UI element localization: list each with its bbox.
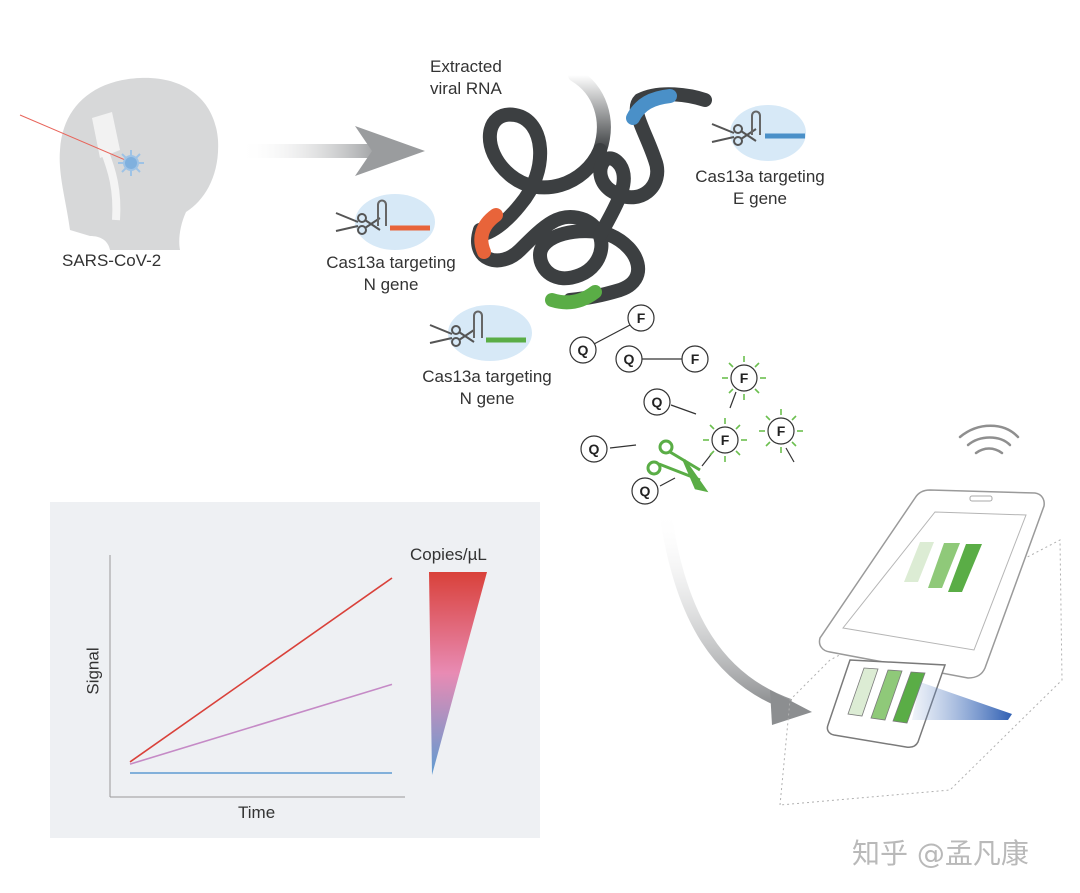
virus-icon bbox=[118, 150, 144, 176]
rna-label: Extracted viral RNA bbox=[430, 56, 502, 100]
intact-reporter-1 bbox=[593, 324, 631, 345]
smartphone-reader bbox=[779, 424, 1063, 806]
reporter-quencher-letter: Q bbox=[652, 394, 663, 410]
reporter-quencher: Q bbox=[580, 435, 608, 463]
cas13a-n-gene-label-2-line1: Cas13a targeting bbox=[422, 367, 552, 386]
chart-legend-title: Copies/µL bbox=[410, 545, 487, 564]
scissors-icon bbox=[429, 324, 475, 347]
source-label: SARS-CoV-2 bbox=[62, 251, 162, 270]
reporter-quencher: Q bbox=[569, 336, 597, 364]
reporter-quencher-letter: Q bbox=[640, 483, 651, 499]
scissors-icon bbox=[335, 212, 381, 235]
chart-x-axis-label: Time bbox=[238, 803, 276, 822]
reporter-fluorophore-letter: F bbox=[637, 310, 646, 326]
chart-y-axis-label: Signal bbox=[83, 647, 103, 695]
rna-label-line2: viral RNA bbox=[430, 79, 502, 98]
reporter-quencher: Q bbox=[631, 477, 659, 505]
reaction-to-device-arrow bbox=[659, 509, 812, 725]
patient-head-illustration bbox=[19, 77, 219, 251]
active-cas13a-scissors-icon bbox=[646, 439, 709, 493]
cas13a-n-gene-label-1-line2: N gene bbox=[363, 275, 419, 294]
reporter-fluorophore-glowing: F bbox=[767, 417, 795, 445]
swab-laser-line bbox=[19, 114, 131, 163]
watermark: 知乎 @孟凡康 bbox=[852, 837, 1029, 870]
cas13a-e-gene-label-line1: Cas13a targeting bbox=[695, 167, 825, 186]
reporter-fluorophore: F bbox=[681, 345, 709, 373]
cas13a-e-gene-complex bbox=[711, 105, 806, 161]
reporter-fluorophore-glowing: F bbox=[730, 364, 758, 392]
readout-light-beam bbox=[912, 682, 1012, 720]
phone-screen-test-lines bbox=[904, 542, 982, 592]
signal-time-chart bbox=[109, 555, 487, 798]
cas13a-n-gene-label-1-line1: Cas13a targeting bbox=[326, 253, 456, 272]
chart-series-line-2 bbox=[129, 683, 393, 765]
reporter-quencher-letter: Q bbox=[624, 351, 635, 367]
viral-rna-strand bbox=[471, 68, 712, 310]
e-gene-segment bbox=[626, 89, 677, 125]
reporter-fluorophore-letter: F bbox=[691, 351, 700, 367]
reporter-fluorophore-glowing-letter: F bbox=[740, 370, 749, 386]
rna-label-line1: Extracted bbox=[430, 57, 502, 76]
lateral-flow-strip bbox=[847, 667, 926, 724]
reporter-quencher: Q bbox=[615, 345, 643, 373]
copies-legend-wedge bbox=[429, 572, 487, 775]
n-gene-green-segment bbox=[545, 285, 602, 310]
cas13a-n-gene-green-complex bbox=[429, 305, 532, 361]
cas13a-n-gene-label-1: Cas13a targeting N gene bbox=[316, 252, 466, 296]
wifi-icon bbox=[958, 424, 1020, 455]
reporter-quencher-letter: Q bbox=[589, 441, 600, 457]
scissors-icon bbox=[711, 123, 757, 146]
cas13a-n-gene-label-2-line2: N gene bbox=[459, 389, 515, 408]
n-gene-orange-segment bbox=[474, 208, 503, 259]
cas13a-n-gene-orange-complex bbox=[335, 194, 435, 250]
reporter-quencher-letter: Q bbox=[578, 342, 589, 358]
fluorophore-glow bbox=[703, 356, 803, 462]
reporter-molecules: Q F Q F Q F Q F Q F bbox=[569, 304, 795, 505]
reporter-fluorophore-glowing-letter: F bbox=[777, 423, 786, 439]
chart-series-line-1 bbox=[129, 577, 393, 763]
reporter-fluorophore: F bbox=[627, 304, 655, 332]
sample-to-rna-arrow bbox=[240, 126, 425, 176]
cas13a-e-gene-label-line2: E gene bbox=[733, 189, 787, 208]
cas13a-n-gene-label-2: Cas13a targeting N gene bbox=[412, 366, 562, 410]
reporter-fluorophore-glowing: F bbox=[711, 426, 739, 454]
reporter-fluorophore-glowing-letter: F bbox=[721, 432, 730, 448]
cas13a-e-gene-label: Cas13a targeting E gene bbox=[690, 166, 830, 210]
reporter-quencher: Q bbox=[643, 388, 671, 416]
